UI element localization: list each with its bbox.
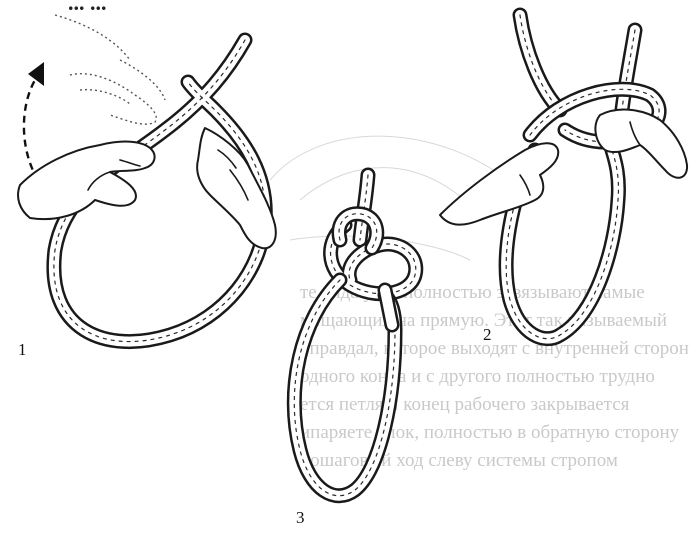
step-2-label: 2	[483, 325, 492, 344]
ghost-hand-icon	[55, 15, 165, 124]
bleed-line-4: одного конца и с другого полностью трудн…	[300, 366, 655, 387]
step-1-illustration: 1	[18, 15, 276, 359]
rotation-arrowhead-icon	[28, 62, 44, 86]
bleed-line-5: ется петля и конец рабочего закрывается	[300, 394, 630, 415]
rope-step-3	[294, 175, 415, 496]
step-3-label: 3	[296, 508, 305, 527]
step-1-label: 1	[18, 340, 27, 359]
left-hand-icon	[18, 142, 155, 220]
bleed-through-text: те вида узла полностью завязывают самые …	[300, 282, 689, 471]
top-cutoff-text: ... ...	[68, 0, 107, 15]
left-hand-icon-step-2	[440, 143, 558, 224]
bleed-line-3: оправдал, которое выходят с внутренней с…	[300, 338, 689, 359]
bleed-line-6: ипаряете блок, полностью в обратную стор…	[300, 422, 680, 443]
bleed-line-7: пошаговый ход слеву системы стропом	[300, 450, 618, 471]
